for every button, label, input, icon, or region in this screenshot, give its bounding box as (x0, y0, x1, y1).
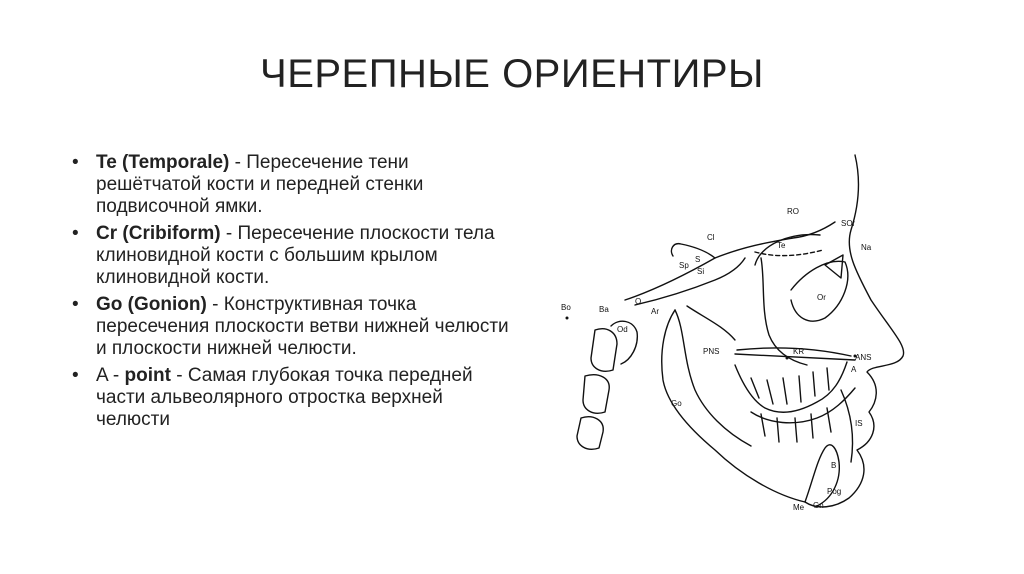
label-gn: Gn (813, 501, 824, 510)
term-temporale: Te (Temporale) (96, 152, 230, 173)
label-is: IS (855, 419, 863, 428)
cephalometric-skull-diagram: RO SOr Na Cl Te Sp S Si Bo Ba O Ar Od Or… (555, 150, 935, 520)
desc-a-point: - Самая глубокая точка передней части ал… (96, 365, 473, 430)
label-s: S (695, 255, 700, 264)
cervical-vertebrae (590, 328, 618, 372)
label-a: A (851, 365, 857, 374)
label-na: Na (861, 243, 872, 252)
label-od: Od (617, 325, 628, 334)
label-pns: PNS (703, 347, 719, 356)
palatal-plane (734, 353, 856, 361)
mandibular-ramus (674, 309, 752, 447)
label-pog: Pog (827, 487, 841, 496)
mandibular-teeth (750, 387, 856, 424)
label-ro: RO (787, 207, 799, 216)
label-ans: ANS (855, 353, 871, 362)
term-cribiform: Cr (Cribiform) (96, 223, 221, 244)
label-cl: Cl (707, 233, 715, 242)
label-or: Or (817, 293, 826, 302)
list-item-gonion: Go (Gonion) - Конструктивная точка перес… (70, 294, 510, 360)
label-si: Si (697, 267, 704, 276)
list-item-cribiform: Cr (Cribiform) - Пересечение плоскости т… (70, 223, 510, 289)
label-ar: Ar (651, 307, 659, 316)
label-sor: SOr (841, 219, 856, 228)
landmark-list: Te (Temporale) - Пересечение тени решётч… (70, 152, 510, 436)
label-kr: KR (793, 347, 804, 356)
maxillary-teeth (734, 361, 848, 413)
term-gonion: Go (Gonion) (96, 294, 207, 315)
label-bo: Bo (561, 303, 571, 312)
cranial-base-outline (624, 221, 836, 301)
label-me: Me (793, 503, 805, 512)
desc-cribiform: - Пересечение плоскости тела клиновидной… (96, 223, 495, 288)
label-te: Te (777, 241, 786, 250)
orbit-outline (790, 260, 849, 322)
facial-profile-outline (804, 154, 905, 508)
slide-title: ЧЕРЕПНЫЕ ОРИЕНТИРЫ (260, 52, 764, 96)
list-item-a-point: A - point - Самая глубокая точка передне… (70, 365, 510, 431)
mandible-outline (661, 309, 806, 503)
term-a-point: point (124, 365, 171, 386)
label-go: Go (671, 399, 682, 408)
label-ba: Ba (599, 305, 609, 314)
list-item-temporale: Te (Temporale) - Пересечение тени решётч… (70, 152, 510, 218)
desc-temporale: - Пересечение тени решётчатой кости и пе… (96, 152, 424, 217)
desc-gonion: - Конструктивная точка пересечения плоск… (96, 294, 509, 359)
label-o: O (635, 297, 641, 306)
prefix-a-point: A - (96, 365, 125, 386)
label-sp: Sp (679, 261, 689, 270)
label-b: B (831, 461, 836, 470)
